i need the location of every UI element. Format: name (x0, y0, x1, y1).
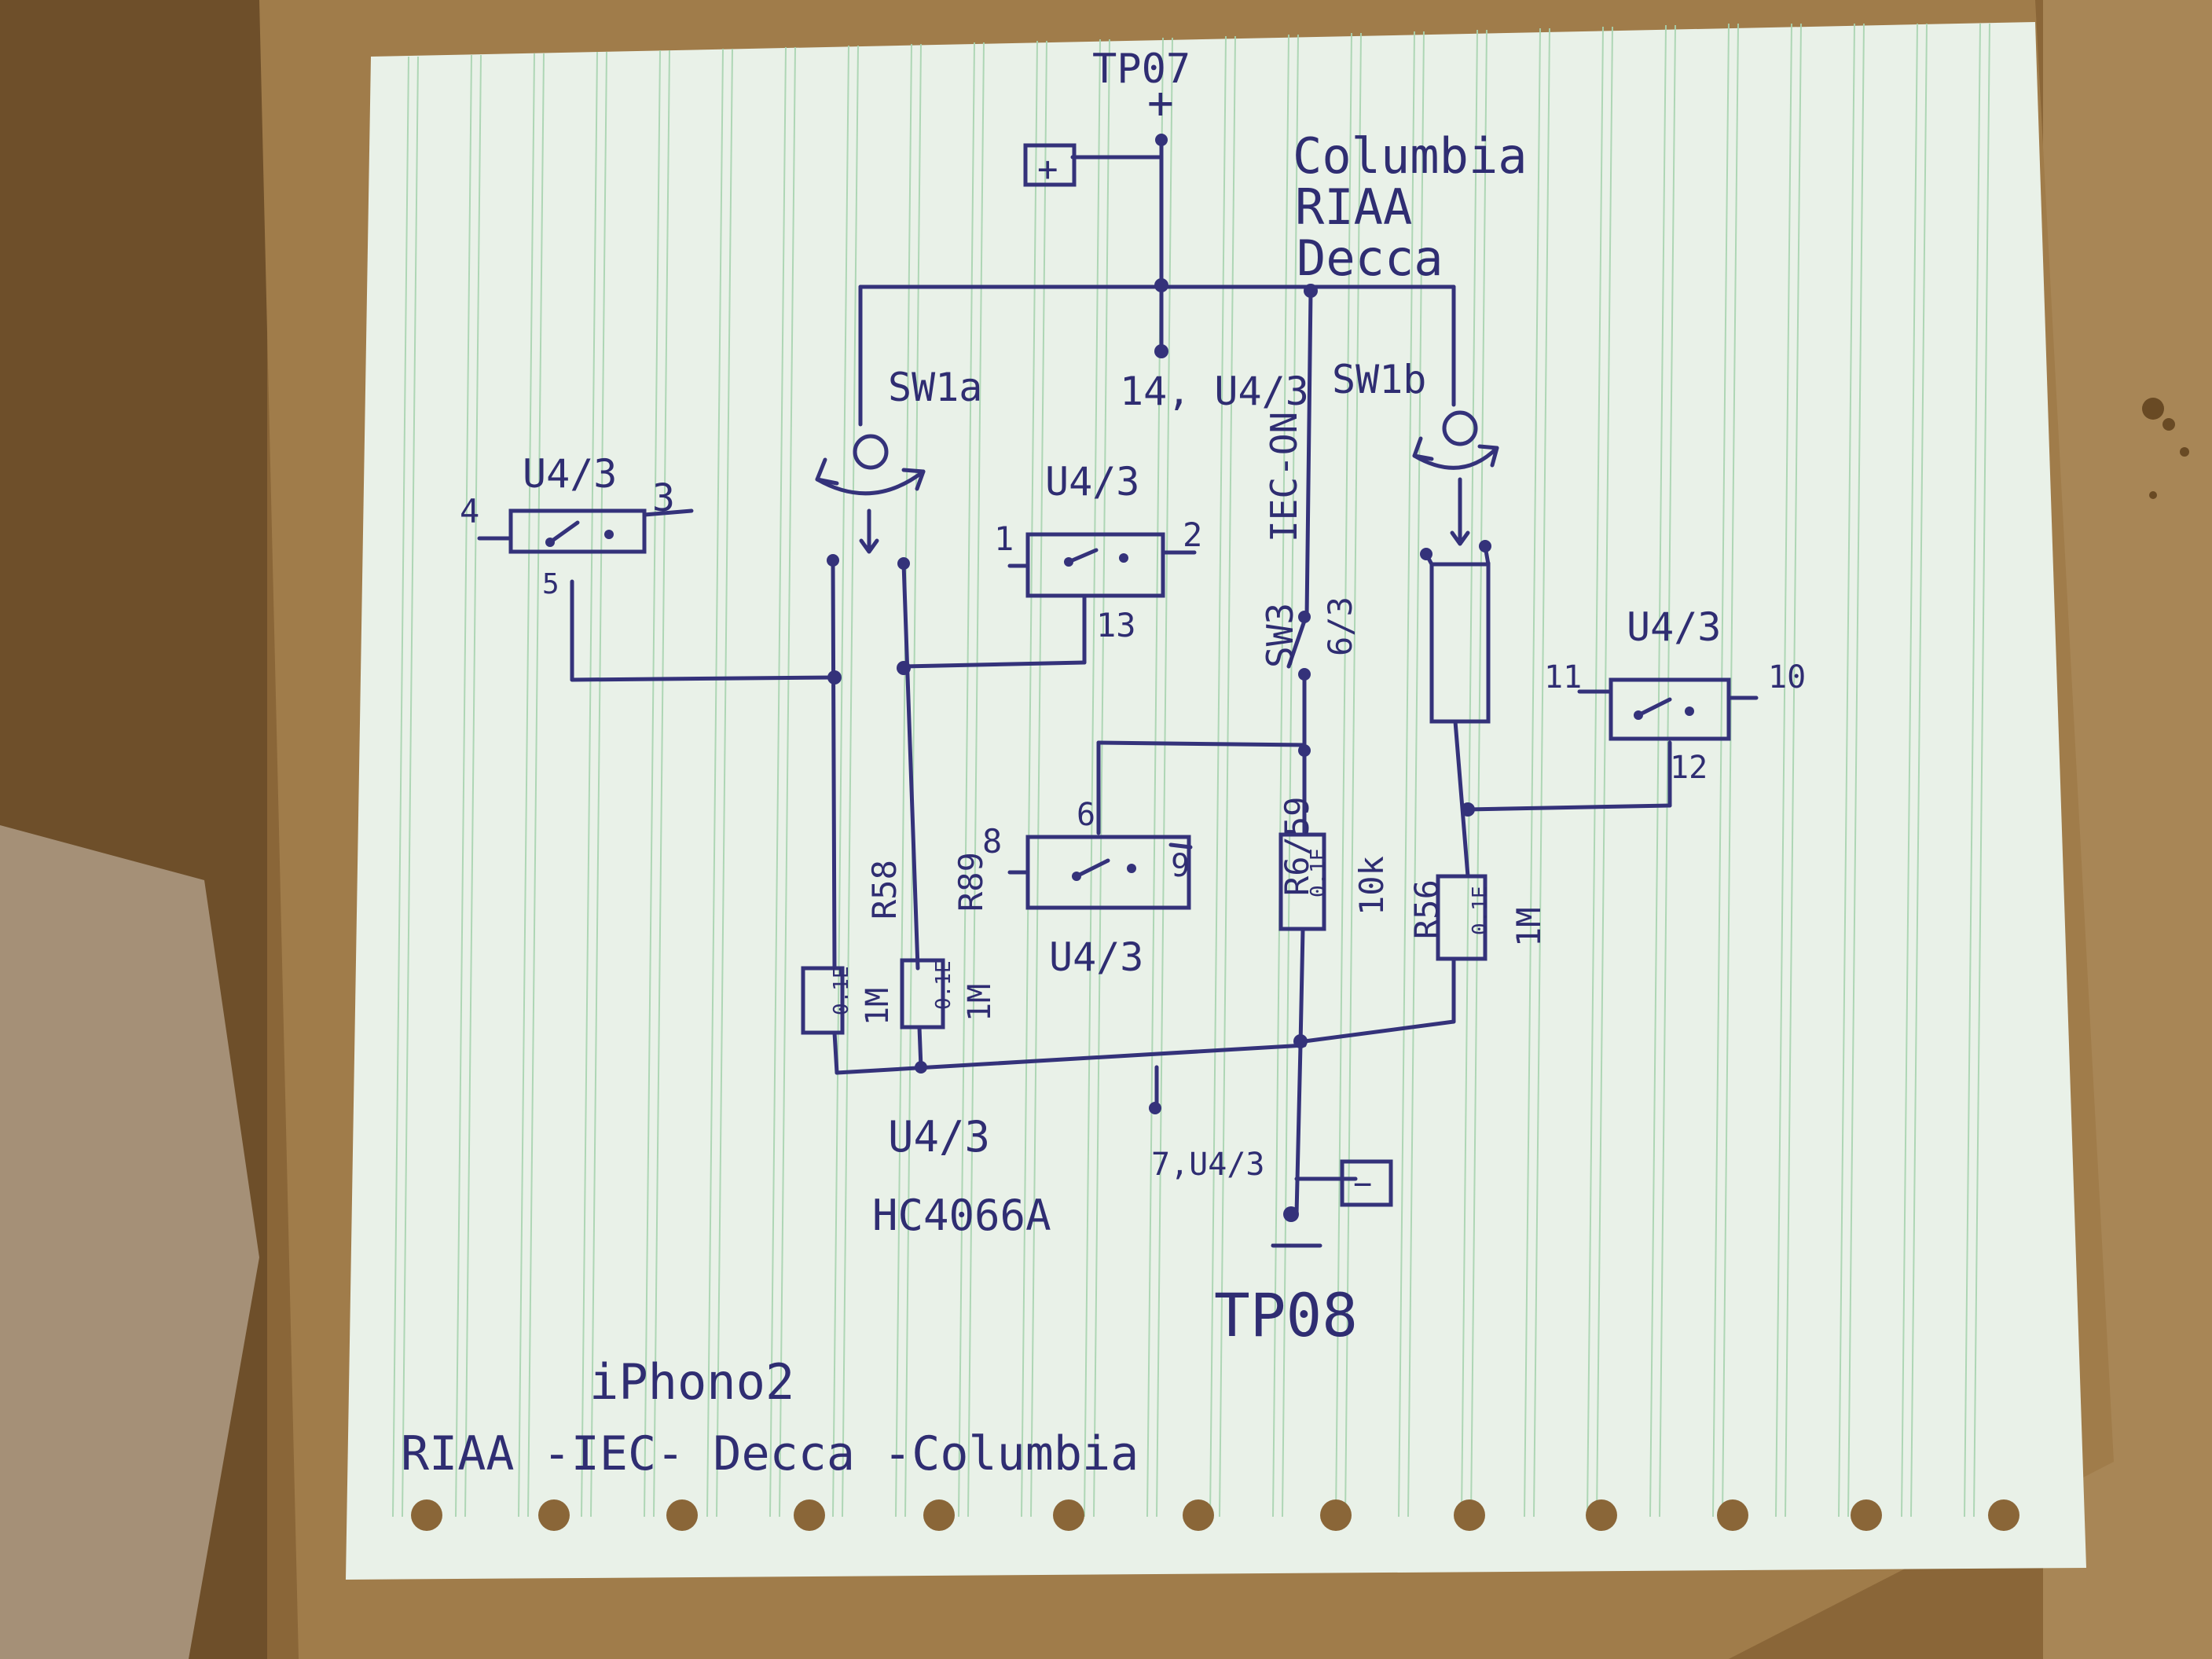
stains (2142, 398, 2189, 499)
label-r58-value: 1M (860, 988, 896, 1026)
label-u43-left-pin3: 3 (652, 476, 675, 520)
label-u43-mid-pin1: 1 (994, 519, 1014, 558)
label-title: iPhono2 (589, 1353, 794, 1411)
label-chip: HC4066A (872, 1191, 1051, 1240)
label-u43-low-pin6: 6 (1077, 797, 1095, 833)
label-r58: R58 (865, 860, 904, 919)
label-r6-59-body: 0.1E (1307, 848, 1330, 897)
resistor-r56 (1436, 874, 1488, 961)
label-r56-body: 0.1E (1469, 886, 1492, 935)
switch-u43-left (508, 508, 647, 554)
label-u43-right: U4/3 (1627, 604, 1721, 650)
resistor-r89 (900, 958, 945, 1030)
label-sw1a: SW1a (888, 365, 982, 410)
resistor-r58 (801, 966, 845, 1035)
label-u43-low-pin9: 9 (1171, 848, 1190, 884)
label-minus: — (1271, 1225, 1291, 1261)
label-u43-left: U4/3 (523, 451, 617, 497)
resistor-right-upper (1429, 562, 1491, 724)
label-decca: Decca (1297, 229, 1443, 287)
minus-terminal-box (1340, 1159, 1393, 1207)
label-r89-value: 1M (962, 984, 998, 1022)
label-u43-mid-pin2: 2 (1183, 516, 1202, 554)
glare (0, 825, 259, 1659)
label-plus: + (1147, 78, 1174, 129)
plus-terminal-box (1023, 143, 1077, 187)
schematic (477, 134, 1759, 1248)
label-r56: R56 (1407, 879, 1446, 939)
label-u43-left-pin4: 4 (460, 492, 479, 530)
switch-u43-right (1609, 677, 1731, 741)
label-u43-mid-pin13: 13 (1096, 606, 1136, 644)
label-u43-mid: U4/3 (1045, 459, 1139, 505)
label-u43-bottom: U4/3 (888, 1112, 990, 1162)
label-sw3-ref: 6/3 (1321, 596, 1359, 656)
label-pin7: 7,U4/3 (1151, 1147, 1265, 1183)
punch-holes (411, 1499, 2019, 1531)
label-u43-low: U4/3 (1049, 934, 1143, 980)
paper-rulings (392, 23, 1990, 1518)
label-sw3: SW3 (1259, 603, 1301, 668)
paper-sheet (346, 22, 2086, 1580)
label-sw1b: SW1b (1332, 357, 1426, 402)
label-riaa: RIAA (1295, 178, 1412, 236)
label-iec-on: IEC-ON (1263, 412, 1305, 542)
label-r89-body: 0.1E (932, 960, 956, 1010)
label-r58-body: 0.1E (830, 966, 853, 1015)
label-u43-left-pin5: 5 (542, 568, 559, 600)
label-u43-low-pin8: 8 (982, 822, 1002, 861)
label-columbia: Columbia (1293, 127, 1528, 185)
label-r56-value: 1M (1510, 907, 1548, 947)
label-subtitle: RIAA -IEC- Decca -Columbia (401, 1426, 1139, 1481)
label-u43-right-pin10: 10 (1768, 659, 1806, 696)
label-r89: R89 (952, 852, 990, 912)
label-r6-59: R6/59 (1278, 797, 1316, 896)
label-tp07: TP07 (1092, 46, 1190, 93)
label-minus-box: − (1353, 1166, 1372, 1202)
labels: TP07 + + Columbia RIAA Decca SW1a SW1b 1… (401, 46, 1806, 1481)
label-pin14: 14, U4/3 (1120, 369, 1309, 414)
label-u43-right-pin12: 12 (1670, 750, 1708, 786)
label-r6-59-value: 10k (1352, 856, 1391, 916)
label-u43-right-pin11: 11 (1544, 659, 1582, 696)
label-plus-box: + (1037, 149, 1058, 189)
label-tp08: TP08 (1214, 1280, 1358, 1350)
